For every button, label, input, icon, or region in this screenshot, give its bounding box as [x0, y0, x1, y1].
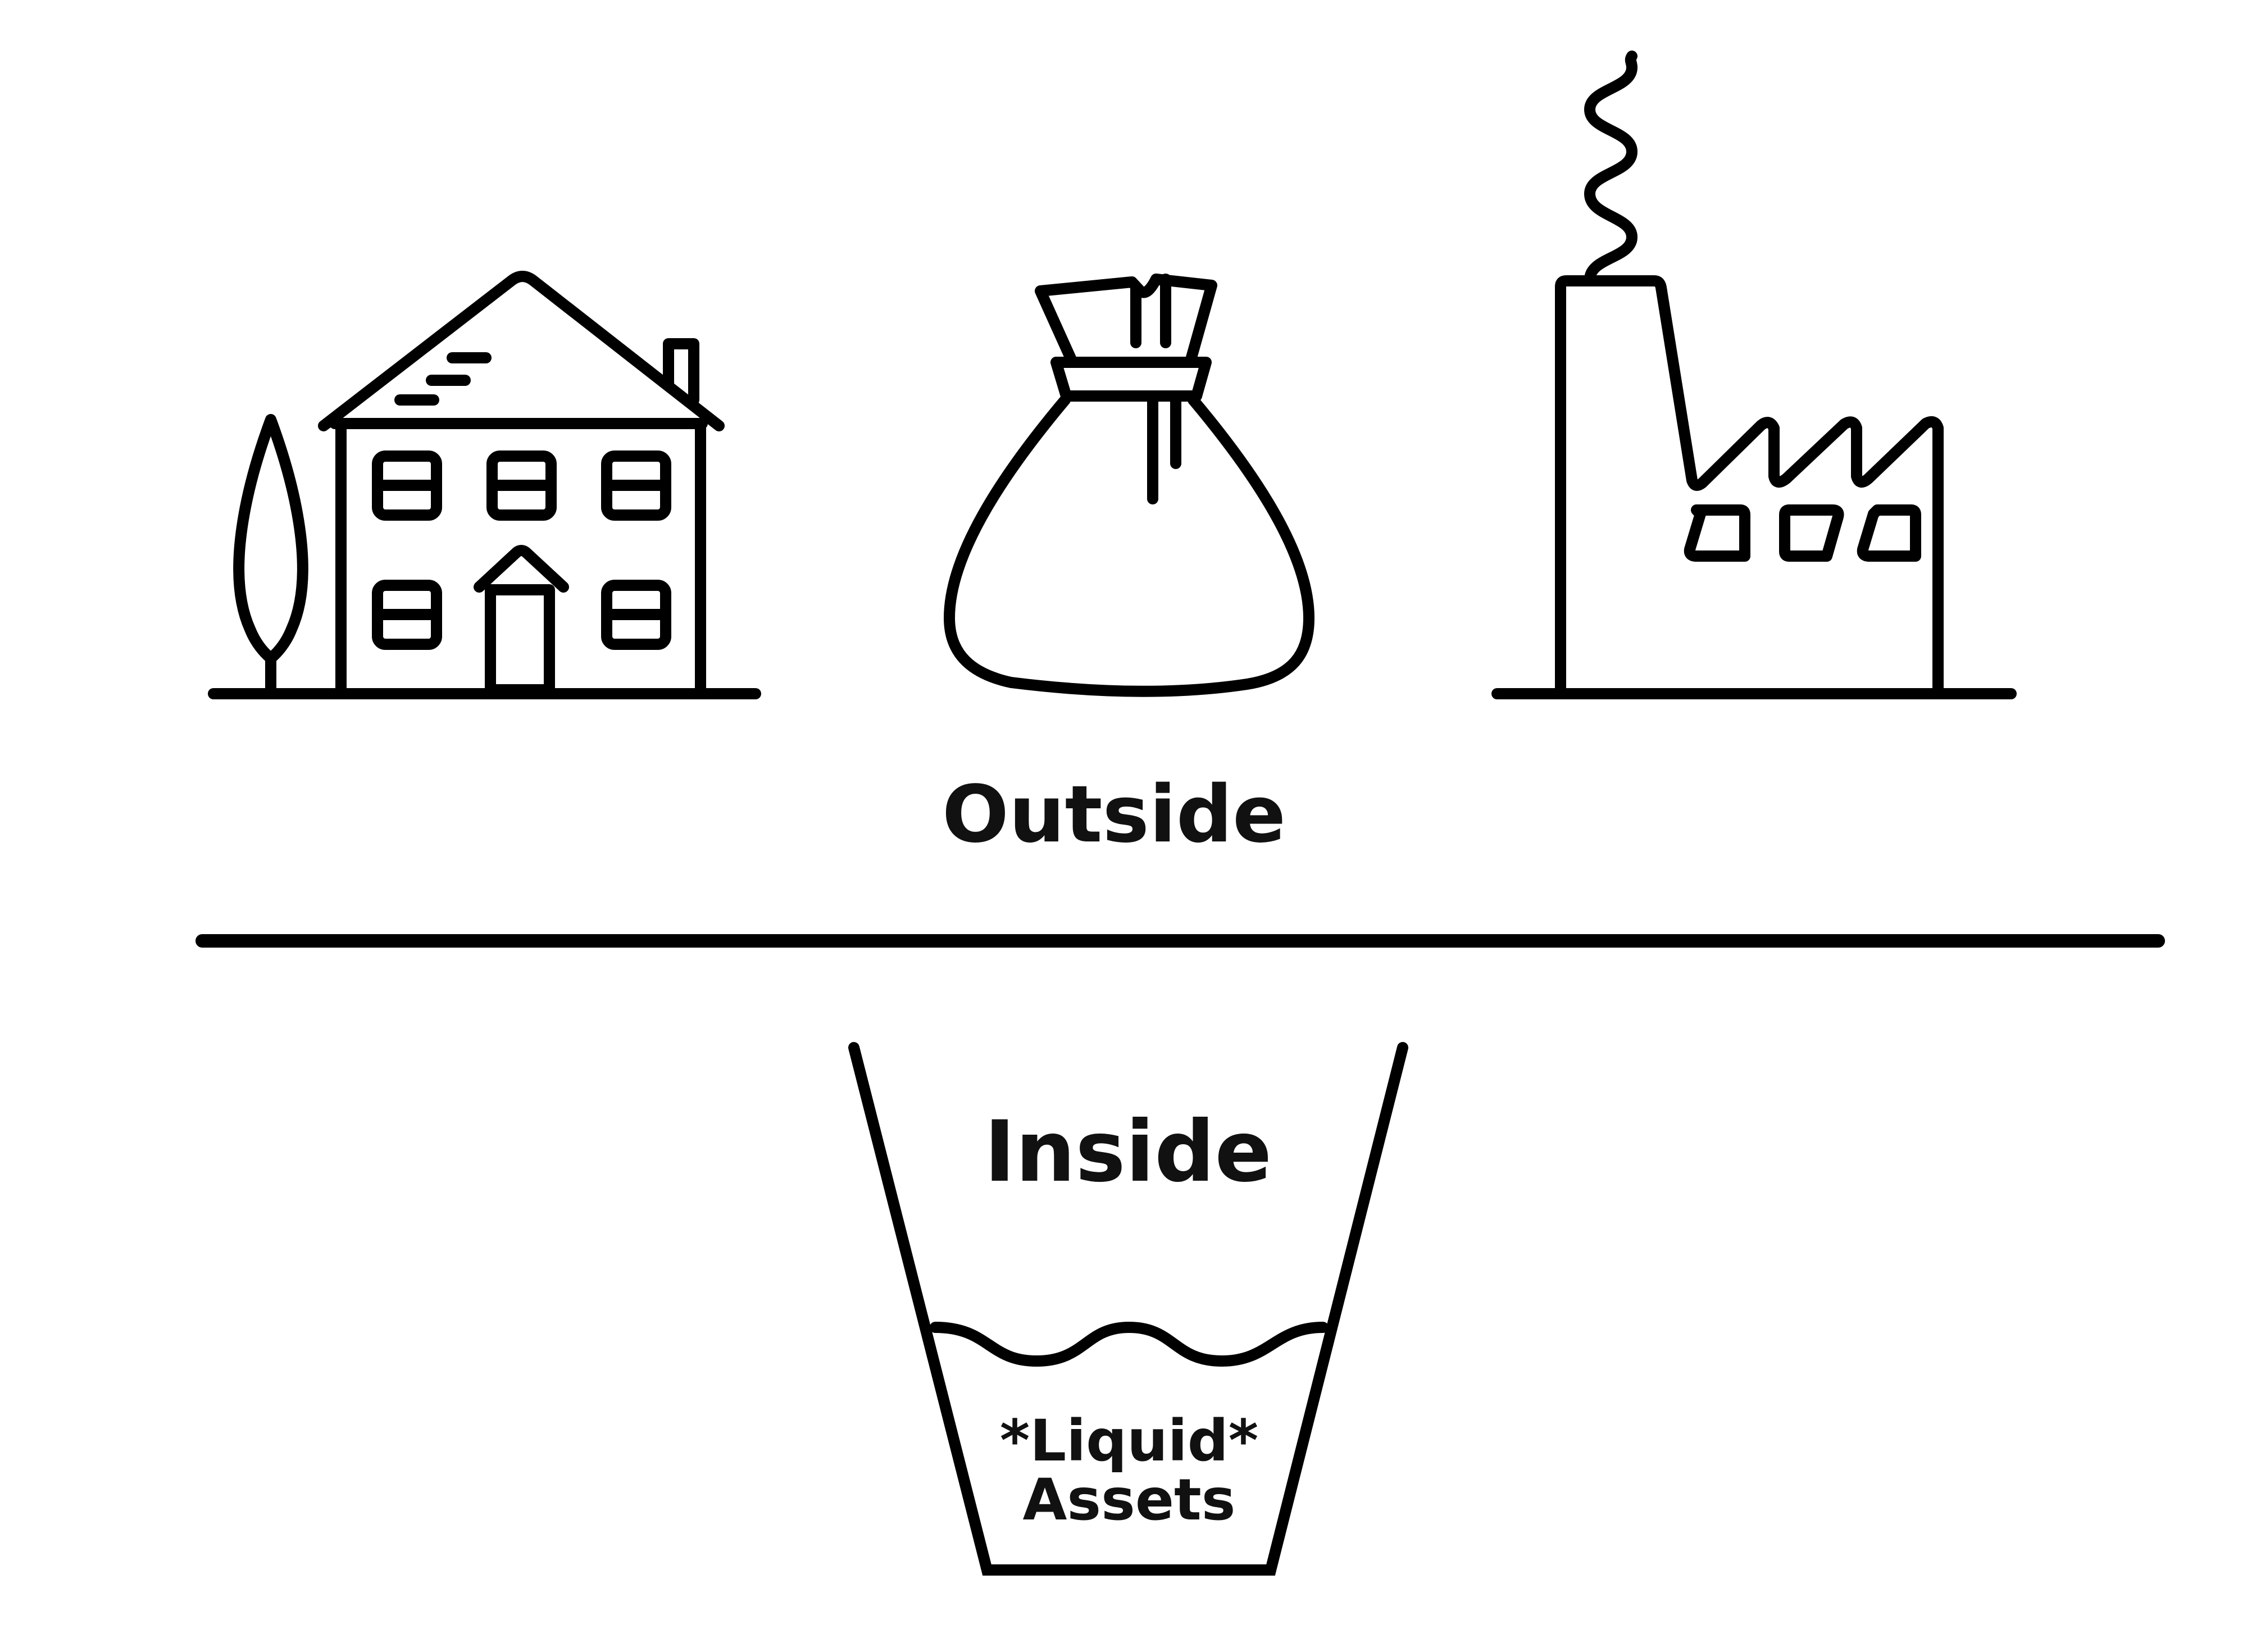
- liquid-label-line2: Assets: [1022, 1467, 1235, 1533]
- tree-icon: [233, 414, 308, 695]
- liquid-wave-icon: [930, 1322, 1329, 1367]
- liquid-label-line1: *Liquid*: [1000, 1408, 1258, 1474]
- inside-label: Inside: [984, 1103, 1272, 1201]
- outside-label: Outside: [942, 769, 1286, 861]
- smoke-icon: [1584, 51, 1638, 285]
- cup-icon: [848, 1042, 1408, 1576]
- house-icon: [208, 271, 761, 699]
- money-bag-icon: [944, 274, 1314, 697]
- factory-icon: [1491, 275, 2017, 699]
